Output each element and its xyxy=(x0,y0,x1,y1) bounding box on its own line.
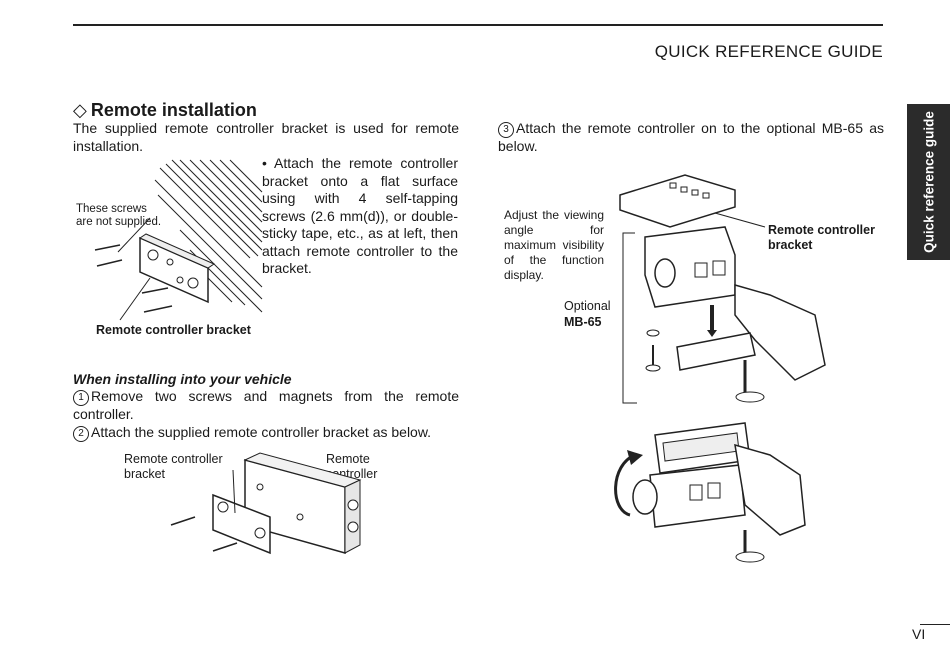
step-number: 2 xyxy=(73,426,89,442)
bullet-paragraph: • Attach the remote controller bracket o… xyxy=(262,155,458,276)
header-rule xyxy=(73,24,883,26)
optional-label: Optional xyxy=(564,299,611,313)
intro-paragraph: The supplied remote controller bracket i… xyxy=(73,120,459,154)
step-number: 3 xyxy=(498,122,514,138)
mb65-label: MB-65 xyxy=(564,315,602,329)
mb65-exploded-illustration xyxy=(619,174,826,404)
step-text: Attach the supplied remote controller br… xyxy=(91,424,432,440)
page-number: VI xyxy=(912,626,926,642)
adjust-note: Adjust the viewing angle for maximum vis… xyxy=(504,208,604,282)
page-header-title: QUICK REFERENCE GUIDE xyxy=(654,42,883,61)
wall-bracket-illustration xyxy=(94,159,263,321)
side-tab-label: Quick reference guide xyxy=(921,111,936,253)
step-text: Remove two screws and magnets from the r… xyxy=(73,388,459,422)
fig2-bracket-label: Remote controller bracket xyxy=(124,452,223,481)
step-text: Attach the remote controller on to the o… xyxy=(498,120,884,154)
fig3-bracket-label: Remote controller bracket xyxy=(768,223,875,252)
mb65-assembled-illustration xyxy=(614,422,806,563)
section-title: ◇Remote installation xyxy=(73,100,257,121)
step-number: 1 xyxy=(73,390,89,406)
screws-note: These screws are not supplied. xyxy=(76,203,162,228)
side-tab: Quick reference guide xyxy=(907,104,950,260)
section-title-text: Remote installation xyxy=(90,100,257,120)
controller-bracket-illustration xyxy=(170,452,362,555)
fig1-bracket-label: Remote controller bracket xyxy=(96,323,251,337)
footer-rule xyxy=(920,624,950,625)
vehicle-subtitle: When installing into your vehicle xyxy=(73,371,292,387)
diamond-icon: ◇ xyxy=(73,100,87,120)
